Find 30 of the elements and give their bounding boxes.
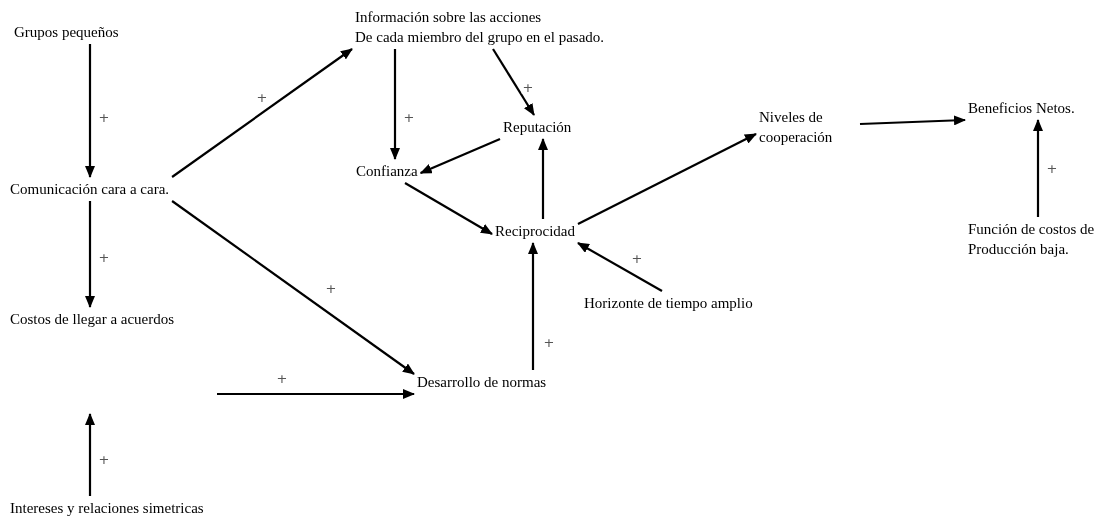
node-label: Intereses y relaciones simetricas xyxy=(7,496,207,518)
node-label: Grupos pequeños xyxy=(11,20,122,44)
arrow xyxy=(85,44,95,178)
arrow xyxy=(171,200,415,375)
arrow xyxy=(419,138,501,174)
arrow xyxy=(85,201,95,308)
node-label: Beneficios Netos. xyxy=(965,96,1078,120)
arrow xyxy=(390,49,400,160)
arrow xyxy=(528,242,538,370)
arrow xyxy=(404,182,493,235)
arrow xyxy=(577,242,663,292)
node-label: Costos de llegar a acuerdos xyxy=(7,307,178,331)
node-label: Niveles de cooperación xyxy=(756,105,860,149)
arrow xyxy=(1033,119,1043,217)
arrow xyxy=(492,48,535,116)
node-label: Información sobre las acciones xyxy=(355,8,542,27)
arrow xyxy=(538,138,548,219)
node-label: Comunicación cara a cara. xyxy=(7,177,173,201)
node-label: Reputación xyxy=(500,115,575,139)
arrow xyxy=(859,115,966,126)
node-label: Confianza xyxy=(353,159,421,183)
arrow xyxy=(577,133,757,225)
node-label: Reciprocidad xyxy=(492,219,578,243)
node-label: Horizonte de tiempo amplio xyxy=(581,291,756,315)
node-label: Función de costos de Producción baja. xyxy=(965,217,1117,261)
arrow xyxy=(171,48,353,178)
arrow xyxy=(85,413,95,496)
node-label: Desarrollo de normas xyxy=(414,370,550,394)
node-label: De cada miembro del grupo en el pasado. xyxy=(355,28,605,47)
arrow xyxy=(217,389,415,399)
